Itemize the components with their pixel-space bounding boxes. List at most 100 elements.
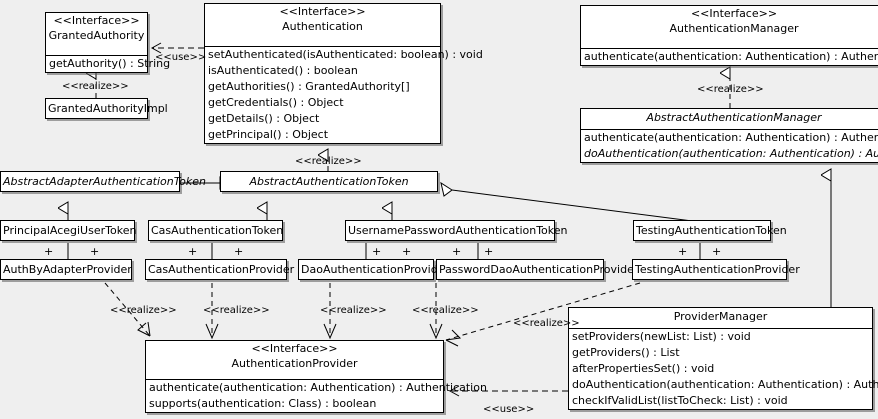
stereotype-label: <<Interface>> bbox=[251, 342, 338, 355]
class-box-cas-authentication-provider[interactable]: CasAuthenticationProvider bbox=[145, 259, 295, 280]
edge-label-realize-passworddaoauthenticationprovider: <<realize>> bbox=[412, 305, 479, 316]
method-item: isAuthenticated() : boolean bbox=[208, 64, 358, 77]
class-header: <<Interface>> GrantedAuthority bbox=[46, 13, 147, 55]
edge-label-realize-grantedauthorityimpl: <<realize>> bbox=[62, 81, 129, 92]
stereotype-label: <<Interface>> bbox=[690, 7, 778, 20]
class-name: AuthenticationManager bbox=[669, 22, 799, 35]
method-item: afterPropertiesSet() : void bbox=[572, 362, 715, 375]
class-methods: getAuthority() : String bbox=[46, 55, 171, 72]
association-end-marker: + bbox=[372, 245, 382, 258]
class-box-authentication-provider[interactable]: <<Interface>> AuthenticationProvider aut… bbox=[145, 340, 487, 413]
class-name: AbstractAdapterAuthenticationToken bbox=[3, 175, 206, 188]
class-name: UsernamePasswordAuthenticationToken bbox=[348, 224, 568, 237]
class-name: AbstractAuthenticationToken bbox=[249, 175, 409, 188]
class-name: ProviderManager bbox=[673, 310, 768, 323]
class-box-provider-manager[interactable]: ProviderManager setProviders(newList: Li… bbox=[568, 307, 878, 410]
method-item: checkIfValidList(listToCheck: List) : vo… bbox=[572, 394, 788, 407]
association-end-marker: + bbox=[90, 245, 100, 258]
stereotype-label: <<Interface>> bbox=[53, 14, 140, 27]
edge-label-realize-abstractauthenticationtoken: <<realize>> bbox=[295, 156, 362, 167]
class-name: AuthByAdapterProvider bbox=[3, 263, 132, 276]
class-box-auth-by-adapter-provider[interactable]: AuthByAdapterProvider bbox=[0, 259, 132, 280]
class-header: AbstractAdapterAuthenticationToken bbox=[1, 172, 206, 191]
class-methods: authenticate(authentication: Authenticat… bbox=[581, 48, 878, 65]
class-header: <<Interface>> AuthenticationManager bbox=[581, 6, 878, 48]
class-header: CasAuthenticationToken bbox=[149, 221, 284, 240]
edge-label-realize-casauthenticationprovider: <<realize>> bbox=[203, 305, 270, 316]
class-name: Authentication bbox=[282, 20, 363, 33]
stereotype-label: <<Interface>> bbox=[279, 5, 366, 18]
class-box-cas-authentication-token[interactable]: CasAuthenticationToken bbox=[148, 220, 283, 241]
class-name: PrincipalAcegiUserToken bbox=[3, 224, 137, 237]
class-header: TestingAuthenticationToken bbox=[634, 221, 787, 240]
association-end-marker: + bbox=[188, 245, 198, 258]
class-name: CasAuthenticationToken bbox=[151, 224, 284, 237]
class-name: GrantedAuthority bbox=[48, 29, 145, 42]
edge-label-realize-abstractauthenticationmanager: <<realize>> bbox=[697, 84, 764, 95]
class-box-principal-acegi-user-token[interactable]: PrincipalAcegiUserToken bbox=[0, 220, 137, 241]
class-header: <<Interface>> AuthenticationProvider bbox=[146, 341, 443, 379]
class-box-username-password-authentication-token[interactable]: UsernamePasswordAuthenticationToken bbox=[345, 220, 568, 241]
class-box-abstract-authentication-manager[interactable]: AbstractAuthenticationManager authentica… bbox=[580, 108, 878, 163]
class-name: DaoAuthenticationProvider bbox=[301, 263, 449, 276]
method-item: getAuthorities() : GrantedAuthority[] bbox=[208, 80, 410, 93]
method-item: getCredentials() : Object bbox=[208, 96, 344, 109]
method-item: setProviders(newList: List) : void bbox=[572, 330, 751, 343]
class-header: ProviderManager bbox=[569, 308, 872, 328]
class-methods: setAuthenticated(isAuthenticated: boolea… bbox=[205, 46, 483, 143]
edge-label-realize-testingauthenticationprovider: <<realize>> bbox=[513, 318, 580, 329]
class-header: AbstractAuthenticationManager bbox=[581, 109, 878, 129]
class-name: PasswordDaoAuthenticationProvider bbox=[439, 263, 639, 276]
class-header: UsernamePasswordAuthenticationToken bbox=[346, 221, 568, 240]
class-name: AuthenticationProvider bbox=[231, 357, 358, 370]
class-box-testing-authentication-provider[interactable]: TestingAuthenticationProvider bbox=[632, 259, 800, 280]
method-item: getDetails() : Object bbox=[208, 112, 320, 125]
class-methods: authenticate(authentication: Authenticat… bbox=[581, 129, 878, 162]
method-item: setAuthenticated(isAuthenticated: boolea… bbox=[208, 48, 483, 61]
edge-label-realize-authbyadapterprovider: <<realize>> bbox=[110, 305, 177, 316]
edge-label-use-providermanager-authenticationprovider: <<use>> bbox=[483, 404, 535, 415]
association-end-marker: + bbox=[452, 245, 462, 258]
method-item: getPrincipal() : Object bbox=[208, 128, 329, 141]
class-methods: setProviders(newList: List) : void getPr… bbox=[569, 328, 878, 409]
class-header: AbstractAuthenticationToken bbox=[221, 172, 437, 191]
class-header: TestingAuthenticationProvider bbox=[633, 260, 800, 279]
method-item: doAuthentication(authentication: Authent… bbox=[584, 147, 878, 160]
class-box-granted-authority[interactable]: <<Interface>> GrantedAuthority getAuthor… bbox=[45, 12, 171, 73]
edge-label-realize-daoauthenticationprovider: <<realize>> bbox=[320, 305, 387, 316]
association-end-marker: + bbox=[678, 245, 688, 258]
association-end-marker: + bbox=[44, 245, 54, 258]
class-header: CasAuthenticationProvider bbox=[146, 260, 295, 279]
edge-testingauthenticationtoken-generalizes bbox=[440, 181, 701, 223]
class-box-dao-authentication-provider[interactable]: DaoAuthenticationProvider bbox=[298, 259, 449, 280]
class-name: TestingAuthenticationProvider bbox=[635, 263, 800, 276]
method-item: authenticate(authentication: Authenticat… bbox=[584, 131, 878, 144]
class-header: AuthByAdapterProvider bbox=[1, 260, 132, 279]
class-box-password-dao-authentication-provider[interactable]: PasswordDaoAuthenticationProvider bbox=[436, 259, 639, 280]
class-box-authentication-manager[interactable]: <<Interface>> AuthenticationManager auth… bbox=[580, 5, 878, 66]
edge-label-use-authentication-grantedauthority: <<use>> bbox=[155, 52, 207, 63]
class-methods: authenticate(authentication: Authenticat… bbox=[146, 379, 487, 412]
class-name: GrantedAuthorityImpl bbox=[48, 102, 168, 115]
class-header: <<Interface>> Authentication bbox=[205, 4, 440, 46]
class-header: DaoAuthenticationProvider bbox=[299, 260, 449, 279]
class-name: AbstractAuthenticationManager bbox=[646, 111, 822, 124]
method-item: doAuthentication(authentication: Authent… bbox=[572, 378, 878, 391]
class-name: CasAuthenticationProvider bbox=[148, 263, 295, 276]
association-end-marker: + bbox=[484, 245, 494, 258]
class-box-abstract-authentication-token[interactable]: AbstractAuthenticationToken bbox=[220, 171, 438, 192]
class-header: GrantedAuthorityImpl bbox=[46, 99, 168, 118]
method-item: getProviders() : List bbox=[572, 346, 680, 359]
method-item: authenticate(authentication: Authenticat… bbox=[149, 381, 487, 394]
method-item: getAuthority() : String bbox=[49, 57, 171, 70]
class-box-testing-authentication-token[interactable]: TestingAuthenticationToken bbox=[633, 220, 787, 241]
class-box-authentication[interactable]: <<Interface>> Authentication setAuthenti… bbox=[204, 3, 483, 144]
class-box-abstract-adapter-authentication-token[interactable]: AbstractAdapterAuthenticationToken bbox=[0, 171, 206, 192]
association-end-marker: + bbox=[712, 245, 722, 258]
method-item: authenticate(authentication: Authenticat… bbox=[584, 50, 878, 63]
association-end-marker: + bbox=[402, 245, 412, 258]
class-box-granted-authority-impl[interactable]: GrantedAuthorityImpl bbox=[45, 98, 168, 119]
class-header: PrincipalAcegiUserToken bbox=[1, 221, 137, 240]
association-end-marker: + bbox=[234, 245, 244, 258]
